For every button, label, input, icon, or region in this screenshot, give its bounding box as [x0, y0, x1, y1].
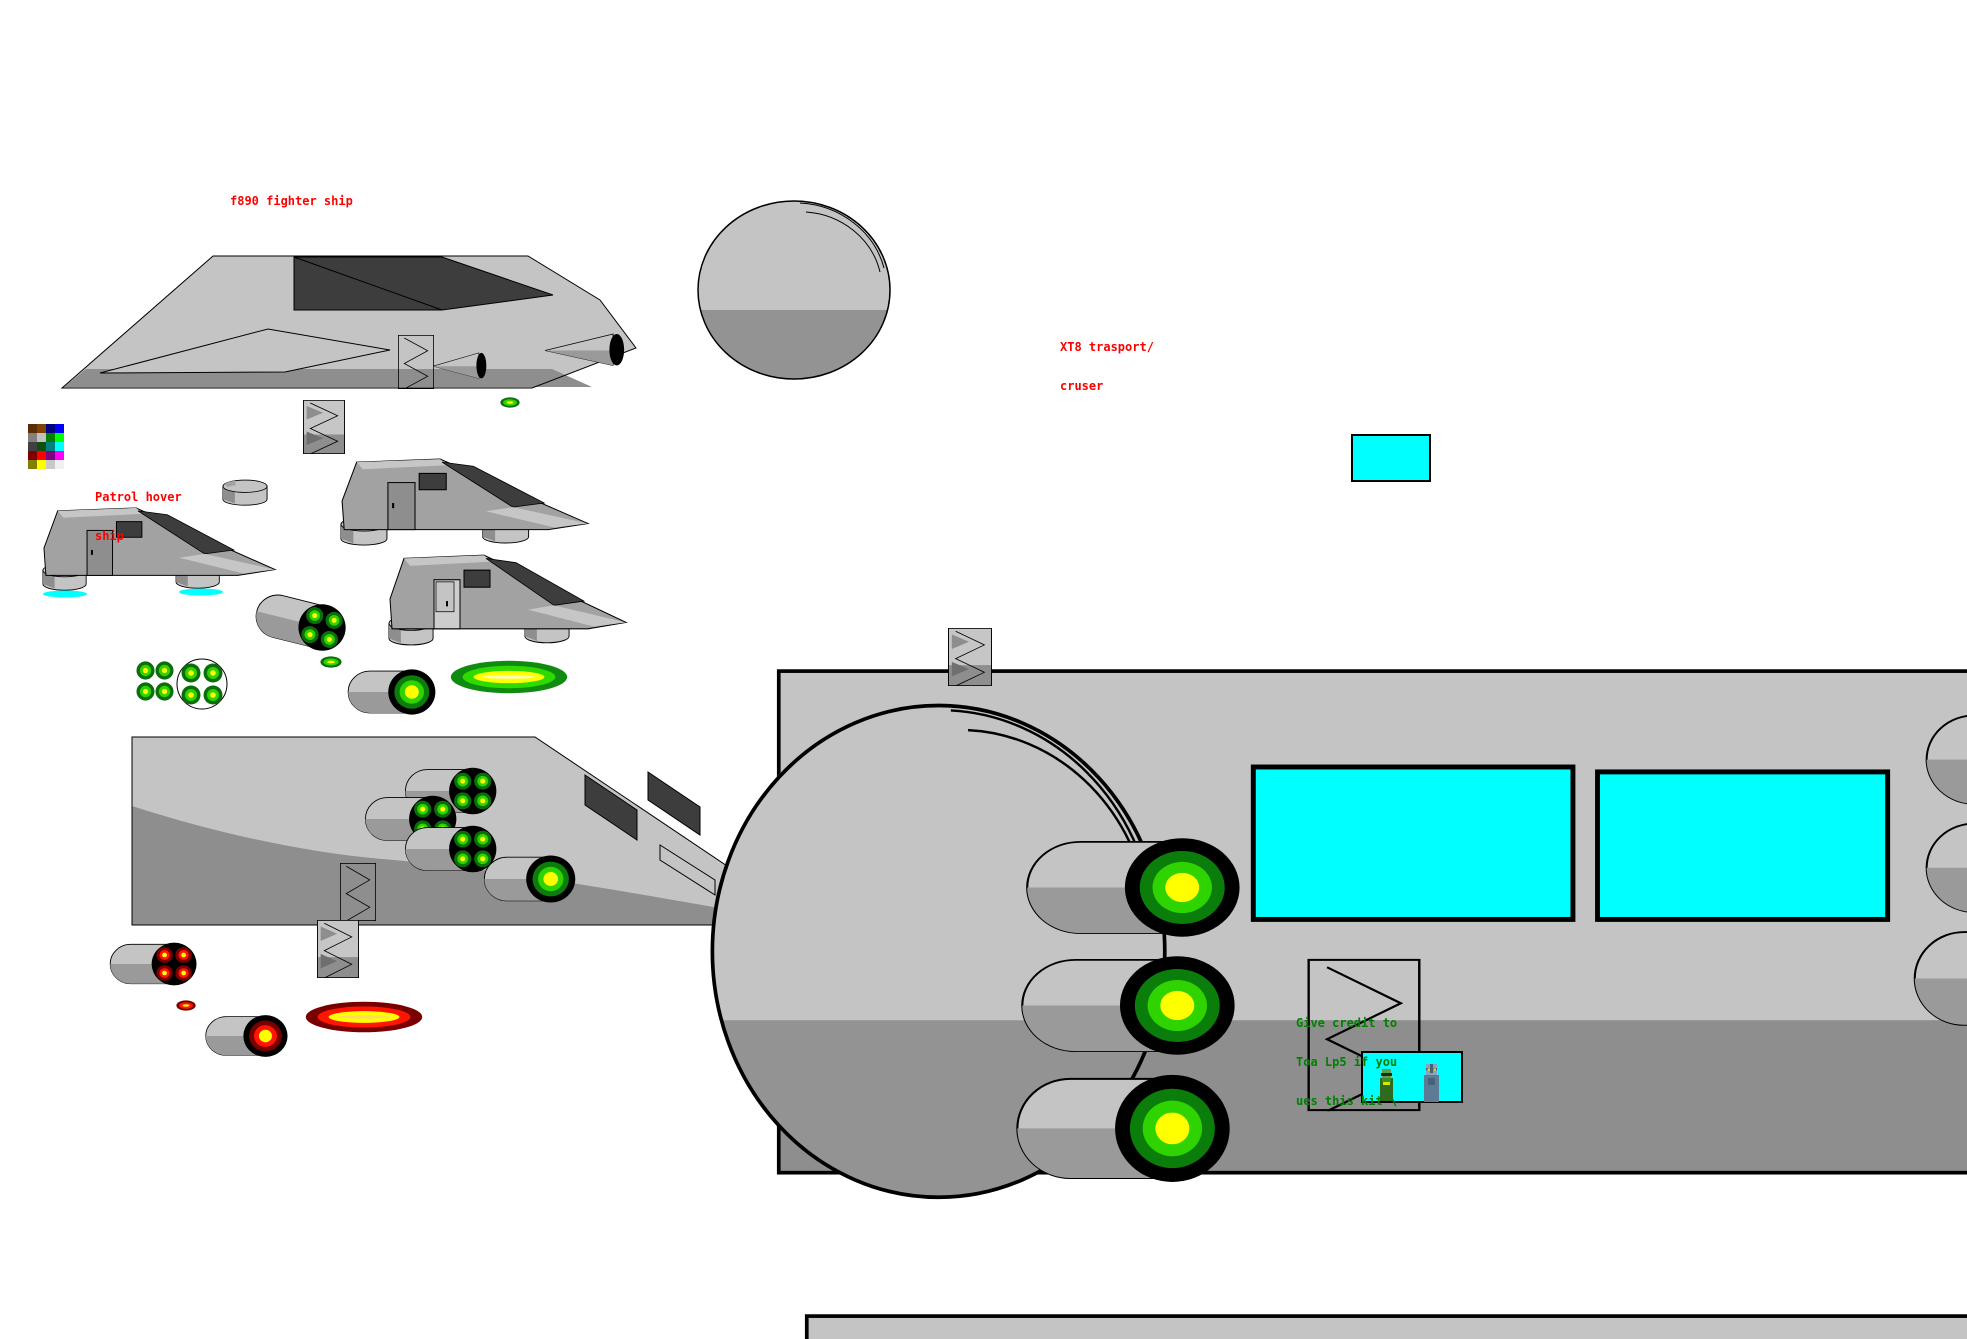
engine-pill-green: [500, 397, 520, 408]
label-line: Give credit to: [1296, 1016, 1398, 1030]
palette-swatch: [37, 460, 46, 469]
palette-swatch: [46, 433, 55, 442]
label-credit: Give credit to Toa Lp5 if you ues this k…: [1296, 991, 1397, 1121]
color-palette: [28, 424, 64, 469]
palette-swatch: [28, 442, 37, 451]
label-patrol-hover: Patrol hover ship: [95, 465, 182, 556]
hover-glow: [179, 588, 223, 596]
quad-thruster-green: [250, 588, 352, 657]
thruster-ball-cluster: [136, 661, 174, 701]
palette-swatch: [55, 424, 64, 433]
ship-window: [584, 774, 638, 841]
crew-member-blue: [1424, 1064, 1439, 1102]
palette-swatch: [46, 424, 55, 433]
cockpit-window: [1361, 1051, 1463, 1103]
label-f890-fighter: f890 fighter ship: [230, 194, 353, 208]
cockpit-window: [1351, 434, 1431, 482]
thruster-ball-cluster: [176, 658, 228, 710]
ship-window: [647, 771, 701, 836]
palette-swatch: [55, 442, 64, 451]
label-xt8: XT8 trasport/ cruser: [1060, 315, 1154, 406]
label-line: ship: [95, 529, 124, 543]
palette-swatch: [55, 433, 64, 442]
f890-fighter-ship: [60, 255, 637, 389]
label-line: cruser: [1060, 379, 1104, 393]
label-line: XT8 trasport/: [1060, 340, 1154, 354]
palette-swatch: [55, 451, 64, 460]
palette-swatch: [46, 460, 55, 469]
quad-thruster-red: [109, 942, 197, 986]
palette-swatch: [46, 451, 55, 460]
fighter-canopy: [293, 256, 554, 311]
palette-swatch: [28, 433, 37, 442]
palette-swatch: [37, 424, 46, 433]
hover-glow: [43, 590, 87, 598]
palette-swatch: [46, 442, 55, 451]
hover-pad: [222, 479, 268, 506]
crew-member-green: [1380, 1069, 1393, 1101]
label-line: Toa Lp5 if you: [1296, 1055, 1398, 1069]
zigzag-hatch: [303, 400, 345, 454]
sphere-module: [697, 200, 891, 380]
palette-swatch: [37, 451, 46, 460]
engine-flare-green: [450, 660, 568, 694]
palette-swatch: [28, 424, 37, 433]
patrol-hover-ship: [341, 459, 588, 545]
engine-pill-green: [320, 656, 342, 668]
palette-swatch: [37, 442, 46, 451]
patrol-hover-ship: [389, 555, 626, 645]
palette-swatch: [37, 433, 46, 442]
glow-engine-red: [205, 1014, 288, 1058]
xt8-transport-cruiser: [740, 1316, 1967, 1339]
engine-pill-red: [176, 1000, 196, 1011]
label-line: ues this kit \: [1296, 1094, 1398, 1108]
label-line: Patrol hover: [95, 490, 182, 504]
palette-swatch: [28, 460, 37, 469]
glow-engine-green: [483, 855, 576, 903]
zigzag-hatch: [317, 920, 359, 978]
glow-engine-green: [347, 668, 436, 716]
palette-swatch: [55, 460, 64, 469]
zigzag-hatch: [948, 628, 992, 686]
engine-flare-red: [305, 1001, 423, 1033]
quad-thruster-green: [405, 825, 497, 873]
palette-swatch: [28, 451, 37, 460]
